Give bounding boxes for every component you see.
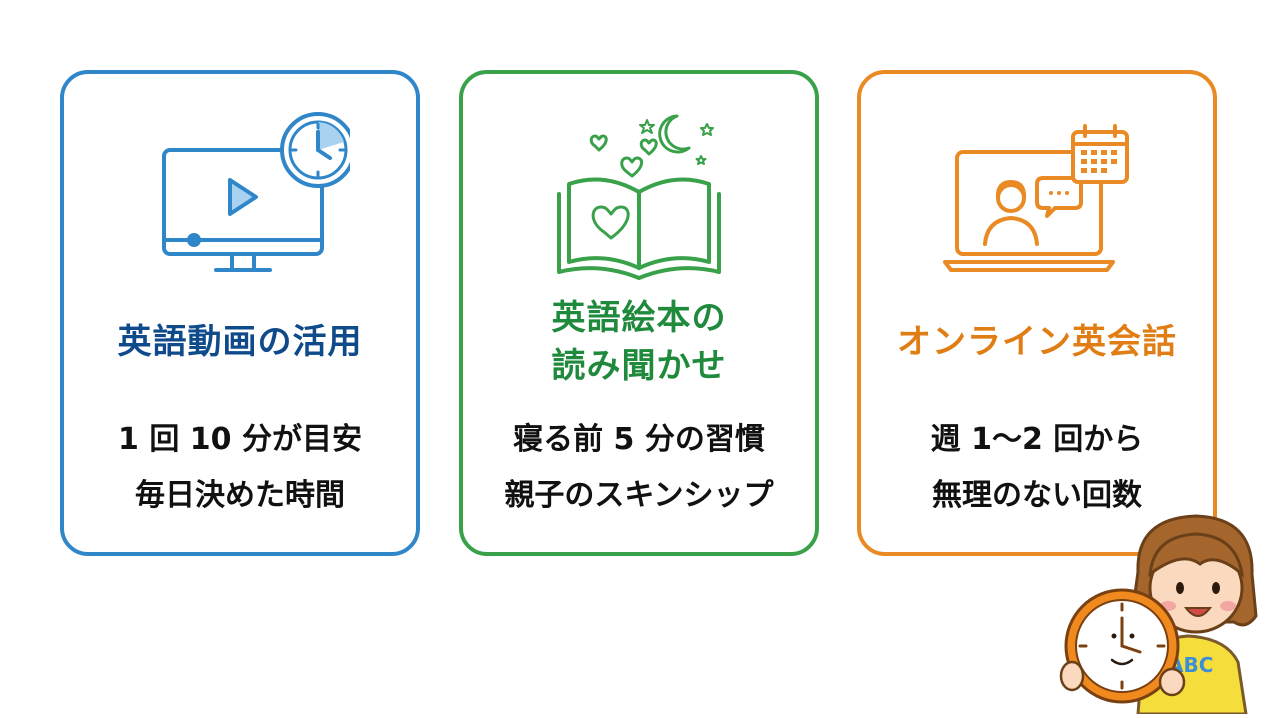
card-desc-line: 1 回 10 分が目安 — [118, 422, 362, 457]
card-title-line: 英語動画の活用 — [117, 322, 363, 362]
card-desc-line: 無理のない回数 — [932, 478, 1142, 513]
card-online-conversation: オンライン英会話 週 1〜2 回から 無理のない回数 — [857, 70, 1217, 556]
card-description: 週 1〜2 回から 無理のない回数 — [861, 412, 1213, 524]
card-description: 寝る前 5 分の習慣 親子のスキンシップ — [463, 412, 815, 524]
card-title-line: 読み聞かせ — [551, 346, 727, 386]
card-desc-line: 親子のスキンシップ — [504, 478, 774, 513]
card-title: 英語動画の活用 — [64, 318, 416, 366]
tv-clock-icon — [64, 102, 416, 302]
card-picture-book: 英語絵本の 読み聞かせ 寝る前 5 分の習慣 親子のスキンシップ — [459, 70, 819, 556]
open-book-hearts-icon — [463, 102, 815, 302]
card-title: 英語絵本の 読み聞かせ — [463, 294, 815, 390]
card-desc-line: 毎日決めた時間 — [135, 478, 345, 513]
card-desc-line: 週 1〜2 回から — [930, 422, 1144, 457]
card-english-video: 英語動画の活用 1 回 10 分が目安 毎日決めた時間 — [60, 70, 420, 556]
laptop-video-call-icon — [861, 102, 1213, 302]
card-title: オンライン英会話 — [861, 318, 1213, 366]
card-description: 1 回 10 分が目安 毎日決めた時間 — [64, 412, 416, 524]
card-title-line: オンライン英会話 — [897, 322, 1177, 362]
card-title-line: 英語絵本の — [551, 298, 727, 338]
girl-holding-clock-illustration: ABC — [1056, 512, 1280, 716]
card-desc-line: 寝る前 5 分の習慣 — [513, 422, 765, 457]
